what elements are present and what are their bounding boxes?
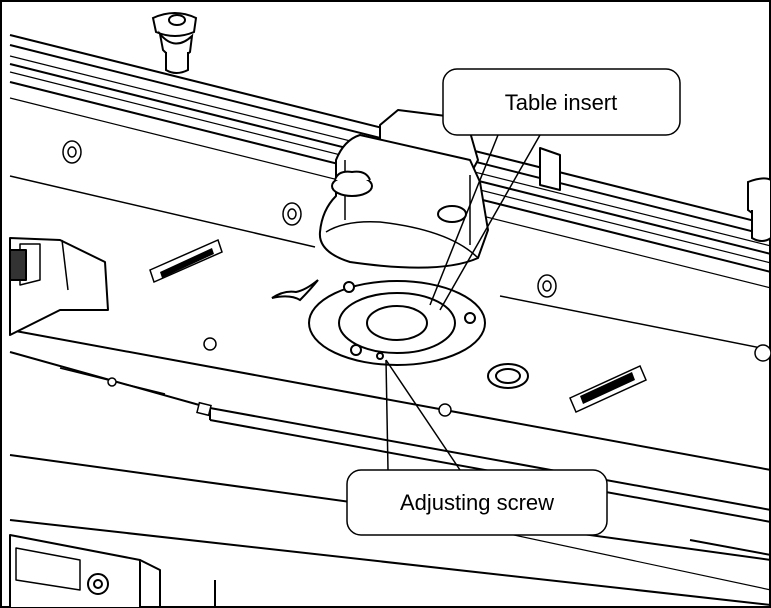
callout-label-table-insert: Table insert (505, 90, 618, 115)
fence-screws (62, 140, 557, 298)
table-top (9, 329, 771, 606)
dust-port (487, 363, 529, 389)
miter-slot (59, 367, 212, 417)
leader-line-table-insert (429, 134, 499, 306)
table-insert (308, 280, 486, 366)
callout-table-insert: Table insert (429, 68, 681, 311)
callout-box-adjusting-screw (346, 469, 608, 536)
leader-line-table-insert-2 (439, 134, 541, 311)
callout-label-adjusting-screw: Adjusting screw (400, 490, 554, 515)
callout-adjusting-screw: Adjusting screw (346, 359, 608, 536)
scale-left (149, 238, 223, 284)
leader-line-adjusting-screw (385, 359, 389, 471)
adjusting-screw-hole (376, 352, 384, 360)
scale-right (569, 364, 647, 414)
bit-guard (318, 109, 561, 269)
callout-box-table-insert (442, 68, 681, 136)
direction-mark (271, 279, 319, 302)
miter-gauge (9, 237, 109, 336)
leader-line-adjusting-screw-2 (385, 359, 461, 471)
star-knob-right (747, 177, 771, 242)
table-screws (203, 337, 771, 417)
star-knob-left (151, 12, 198, 74)
base-panel (9, 534, 216, 608)
